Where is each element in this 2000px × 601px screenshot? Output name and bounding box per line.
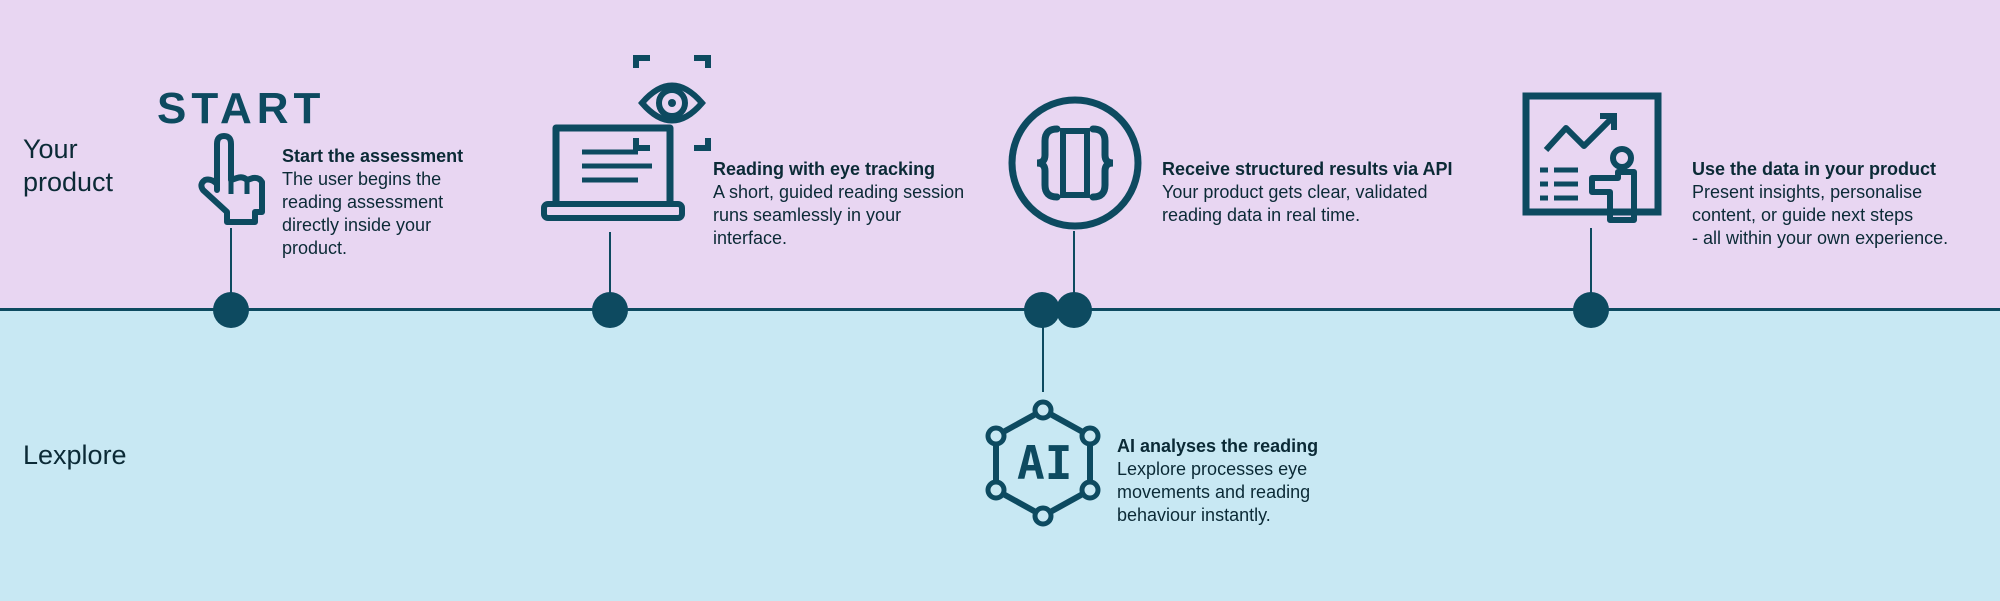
step-2-title: Reading with eye tracking <box>713 159 936 179</box>
step-3-title: Receive structured results via API <box>1162 159 1453 179</box>
your-product-lane <box>0 0 2000 310</box>
step-1-description: The user begins the reading assessment d… <box>282 169 444 258</box>
timeline-dot-step-4 <box>1573 292 1609 328</box>
step-1-title: Start the assessment <box>282 146 464 166</box>
step-5-description: Lexplore processes eye movements and rea… <box>1117 459 1311 525</box>
start-word-icon: START <box>157 84 326 133</box>
ai-letters: AI <box>1017 436 1073 490</box>
step-5-text: AI analyses the reading Lexplore process… <box>1117 435 1377 527</box>
lane-label-your-product: Your product <box>23 134 114 197</box>
stem-step-2 <box>609 232 611 308</box>
step-3-text: Receive structured results via API Your … <box>1162 158 1482 227</box>
stem-step-3 <box>1073 231 1075 308</box>
step-4-title: Use the data in your product <box>1692 159 1937 179</box>
lexplore-lane <box>0 310 2000 601</box>
step-2-description: A short, guided reading session runs sea… <box>713 182 965 248</box>
stem-step-5 <box>1042 310 1044 392</box>
api-braces-icon <box>1008 96 1142 230</box>
step-4-text: Use the data in your product Present ins… <box>1692 158 1992 250</box>
lane-label-lexplore: Lexplore <box>23 440 127 470</box>
timeline-dot-step-1 <box>213 292 249 328</box>
step-4-description: Present insights, personalise content, o… <box>1692 182 1949 248</box>
laptop-eye-tracking-icon <box>541 55 711 221</box>
ai-network-icon <box>985 399 1101 527</box>
step-1-text: Start the assessment The user begins the… <box>282 145 482 260</box>
step-5-title: AI analyses the reading <box>1117 436 1319 456</box>
step-3-description: Your product gets clear, validated readi… <box>1162 182 1428 225</box>
step-2-text: Reading with eye tracking A short, guide… <box>713 158 1013 250</box>
pointing-hand-icon <box>198 133 265 225</box>
stem-step-4 <box>1590 228 1592 308</box>
timeline-line <box>0 308 2000 311</box>
timeline-dot-step-3 <box>1056 292 1092 328</box>
timeline-dot-step-5 <box>1024 292 1060 328</box>
stem-step-1 <box>230 228 232 308</box>
timeline-dot-step-2 <box>592 292 628 328</box>
dashboard-presenter-icon <box>1522 92 1662 223</box>
